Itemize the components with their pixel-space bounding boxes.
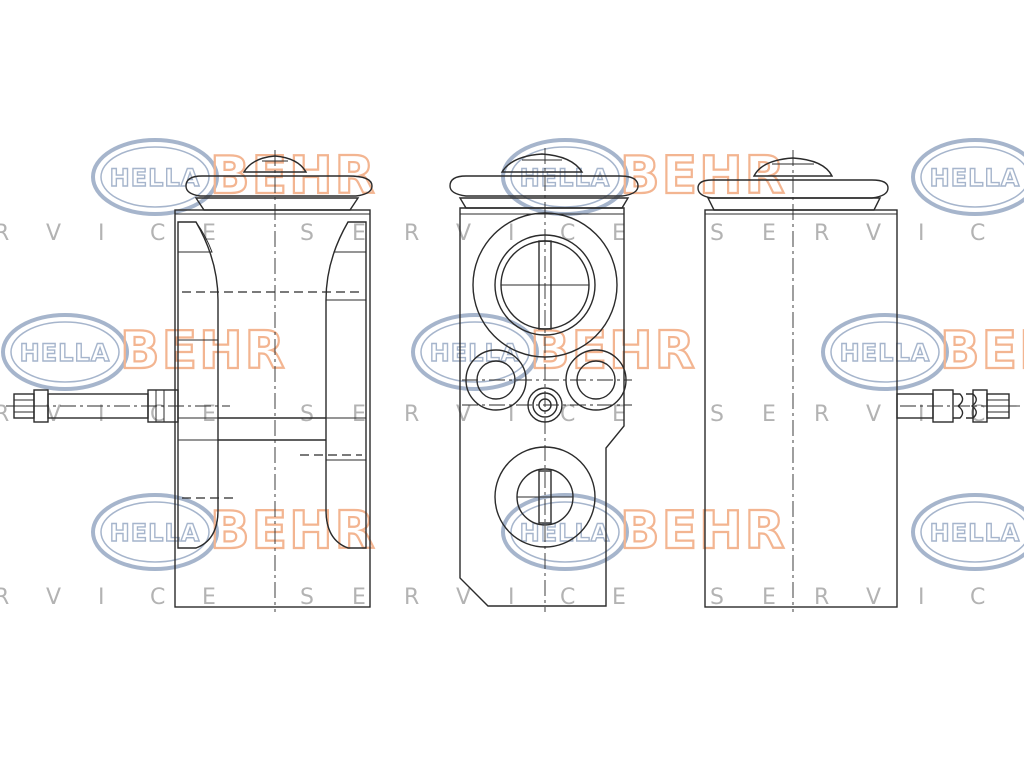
behr-watermark: BEHR — [940, 321, 1024, 381]
service-watermark-letter: E — [352, 221, 366, 246]
service-watermark-letter: E — [612, 221, 626, 246]
svg-text:HELLA: HELLA — [430, 339, 521, 367]
service-watermark-letter: C — [150, 221, 165, 246]
svg-text:HELLA: HELLA — [20, 339, 111, 367]
service-watermark-letter: E — [1022, 221, 1024, 246]
svg-text:HELLA: HELLA — [840, 339, 931, 367]
service-watermark-letter: V — [866, 585, 881, 610]
service-watermark-letter: R — [814, 221, 829, 246]
side-section-view — [6, 150, 373, 612]
service-watermark-letter: R — [0, 585, 9, 610]
service-watermark-letter: V — [46, 221, 61, 246]
hella-logo-watermark: HELLA — [821, 313, 949, 391]
service-watermark-letter: I — [508, 221, 515, 246]
hella-logo-watermark: HELLA — [411, 313, 539, 391]
service-watermark-letter: E — [1022, 585, 1024, 610]
service-watermark-letter: V — [456, 585, 471, 610]
service-watermark-letter: R — [814, 402, 829, 427]
service-watermark-letter: E — [202, 221, 216, 246]
service-watermark-letter: I — [508, 402, 515, 427]
service-watermark-letter: E — [202, 402, 216, 427]
service-watermark-letter: S — [300, 221, 314, 246]
rear-view — [697, 150, 1020, 612]
service-watermark-letter: V — [46, 585, 61, 610]
service-watermark-letter: C — [560, 402, 575, 427]
service-watermark-letter: S — [710, 402, 724, 427]
service-watermark-letter: E — [352, 585, 366, 610]
service-watermark-letter: C — [560, 221, 575, 246]
hella-logo-watermark: HELLA — [501, 493, 629, 571]
service-watermark-letter: I — [98, 585, 105, 610]
behr-watermark: BEHR — [210, 501, 377, 561]
service-watermark-letter: V — [456, 402, 471, 427]
hella-logo-watermark: HELLA — [501, 138, 629, 216]
service-watermark-letter: S — [710, 221, 724, 246]
service-watermark-letter: I — [918, 402, 925, 427]
service-watermark-letter: R — [0, 221, 9, 246]
service-watermark-letter: E — [1022, 402, 1024, 427]
service-watermark-letter: S — [710, 585, 724, 610]
service-watermark-letter: R — [404, 402, 419, 427]
service-watermark-letter: I — [508, 585, 515, 610]
hella-logo-watermark: HELLA — [911, 138, 1024, 216]
behr-watermark: BEHR — [120, 321, 287, 381]
service-watermark-letter: C — [970, 585, 985, 610]
service-watermark-letter: R — [404, 585, 419, 610]
service-watermark-letter: C — [560, 585, 575, 610]
service-watermark-letter: I — [98, 402, 105, 427]
service-watermark-letter: C — [970, 221, 985, 246]
service-watermark-letter: I — [918, 221, 925, 246]
service-watermark-letter: E — [762, 585, 776, 610]
service-watermark-letter: C — [150, 585, 165, 610]
service-watermark-letter: V — [456, 221, 471, 246]
service-watermark-letter: V — [46, 402, 61, 427]
svg-text:HELLA: HELLA — [930, 164, 1021, 192]
service-watermark-letter: S — [300, 402, 314, 427]
service-watermark-letter: R — [814, 585, 829, 610]
service-watermark-letter: C — [150, 402, 165, 427]
service-watermark-letter: R — [404, 221, 419, 246]
service-watermark-letter: E — [612, 402, 626, 427]
hella-logo-watermark: HELLA — [91, 138, 219, 216]
service-watermark-letter: V — [866, 402, 881, 427]
service-watermark-letter: I — [98, 221, 105, 246]
service-watermark-letter: E — [202, 585, 216, 610]
service-watermark-letter: E — [352, 402, 366, 427]
svg-text:HELLA: HELLA — [110, 164, 201, 192]
service-watermark-letter: E — [612, 585, 626, 610]
hella-logo-watermark: HELLA — [911, 493, 1024, 571]
hella-logo-watermark: HELLA — [1, 313, 129, 391]
service-watermark-letter: V — [866, 221, 881, 246]
service-watermark-letter: I — [918, 585, 925, 610]
svg-text:HELLA: HELLA — [520, 164, 611, 192]
service-watermark-letter: R — [0, 402, 9, 427]
svg-text:HELLA: HELLA — [110, 519, 201, 547]
behr-watermark: BEHR — [620, 501, 787, 561]
service-watermark-letter: E — [762, 402, 776, 427]
front-view — [449, 148, 639, 612]
svg-text:HELLA: HELLA — [930, 519, 1021, 547]
hella-logo-watermark: HELLA — [91, 493, 219, 571]
behr-watermark: BEHR — [530, 321, 697, 381]
service-watermark-letter: E — [762, 221, 776, 246]
service-watermark-letter: S — [300, 585, 314, 610]
